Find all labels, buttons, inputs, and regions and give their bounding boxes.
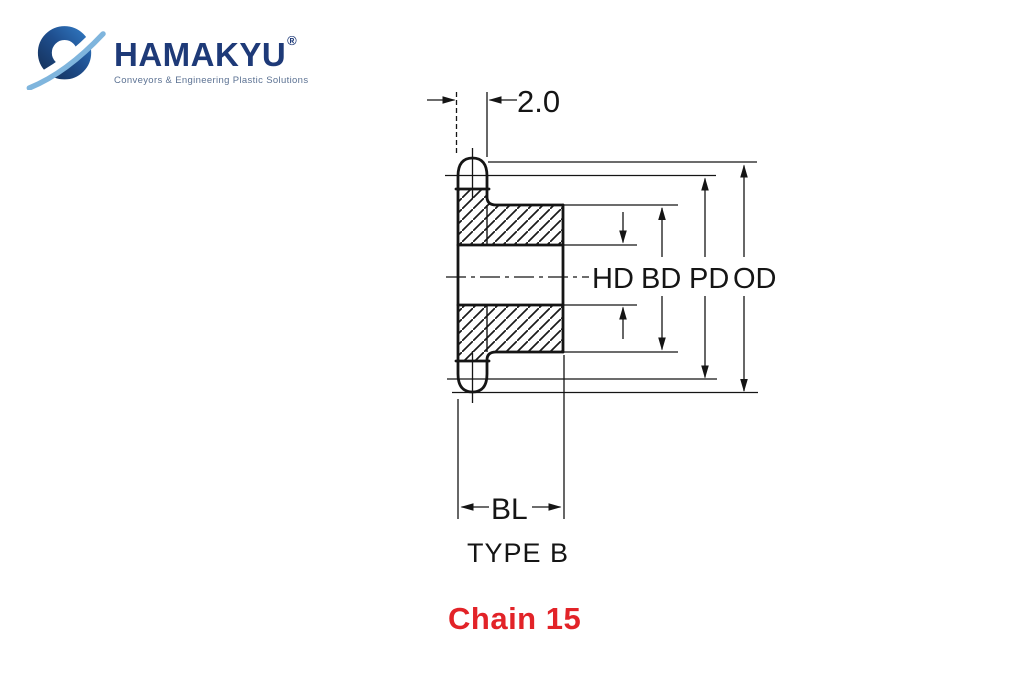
registered-trademark: ® <box>287 33 297 48</box>
section-hatching <box>458 190 562 360</box>
sprocket-outline <box>454 156 565 394</box>
brand-name: HAMAKYU <box>114 36 287 73</box>
label-pd: PD <box>689 263 729 295</box>
dimension-lines <box>427 96 748 511</box>
label-bd: BD <box>641 263 681 295</box>
label-hd: HD <box>592 263 634 295</box>
swoosh-globe-icon <box>26 23 106 90</box>
tooth-width-value: 2.0 <box>517 84 560 119</box>
brand-tagline: Conveyors & Engineering Plastic Solution… <box>114 75 309 86</box>
label-bl: BL <box>491 493 528 526</box>
chain-caption: Chain 15 <box>448 601 582 636</box>
label-od: OD <box>733 263 777 295</box>
type-label: TYPE B <box>467 538 569 568</box>
logo: HAMAKYU ® Conveyors & Engineering Plasti… <box>26 22 308 90</box>
dimension-labels: 2.0 HD BD PD OD BL <box>491 84 777 526</box>
extension-lines <box>445 92 758 519</box>
logo-text-block: HAMAKYU ® Conveyors & Engineering Plasti… <box>114 22 308 86</box>
